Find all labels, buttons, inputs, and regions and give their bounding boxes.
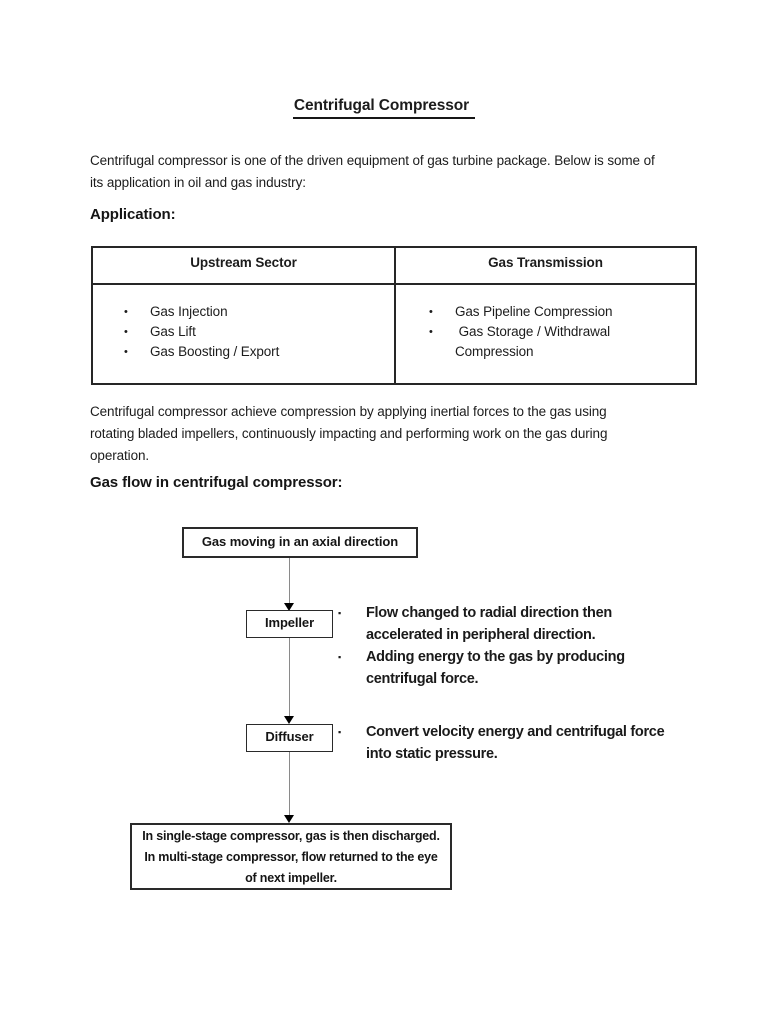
application-heading: Application: [90, 206, 176, 223]
list-item: • Gas Lift [124, 322, 390, 342]
upstream-sector-cell: • Gas Injection • Gas Lift • Gas Boostin… [93, 285, 394, 383]
list-item-label: Gas Pipeline Compression [455, 304, 613, 319]
bullet-icon: • [124, 306, 128, 318]
arrow-down-icon [284, 815, 294, 823]
table-header-row: Upstream Sector Gas Transmission [93, 248, 695, 285]
gas-transmission-cell: • Gas Pipeline Compression • Gas Storage… [394, 285, 695, 383]
flow-connector-line [289, 638, 290, 716]
note-text: Adding energy to the gas by producing ce… [366, 649, 625, 687]
flow-box-diffuser: Diffuser [246, 724, 333, 752]
bullet-icon: • [124, 346, 128, 358]
page-title: Centrifugal Compressor [292, 97, 476, 119]
list-item: • Gas Pipeline Compression [429, 302, 691, 322]
gas-flow-heading: Gas flow in centrifugal compressor: [90, 474, 343, 491]
flow-connector-line [289, 558, 290, 604]
flow-box-impeller: Impeller [246, 610, 333, 638]
arrow-down-icon [284, 716, 294, 724]
impeller-notes: ▪ Flow changed to radial direction then … [338, 602, 683, 690]
note-text: Flow changed to radial direction then ac… [366, 605, 612, 643]
flow-box-axial-direction: Gas moving in an axial direction [182, 527, 418, 558]
table-header-gas-transmission: Gas Transmission [394, 248, 695, 283]
flow-connector-line [289, 752, 290, 815]
list-item: • Gas Storage / Withdrawal Compression [429, 322, 691, 362]
list-item-label: Gas Lift [150, 324, 196, 339]
title-row: Centrifugal Compressor [0, 97, 768, 119]
bullet-icon: • [429, 306, 433, 318]
list-item: • Gas Injection [124, 302, 390, 322]
note-item: ▪ Adding energy to the gas by producing … [338, 646, 683, 690]
list-item-label: Gas Storage / Withdrawal Compression [455, 324, 611, 359]
note-item: ▪ Convert velocity energy and centrifuga… [338, 721, 688, 765]
list-item-label: Gas Injection [150, 304, 228, 319]
note-item: ▪ Flow changed to radial direction then … [338, 602, 683, 646]
flow-box-discharge: In single-stage compressor, gas is then … [130, 823, 452, 890]
list-item-label: Gas Boosting / Export [150, 344, 280, 359]
square-bullet-icon: ▪ [338, 652, 341, 662]
bullet-icon: • [429, 326, 433, 338]
list-item: • Gas Boosting / Export [124, 342, 390, 362]
table-body-row: • Gas Injection • Gas Lift • Gas Boostin… [93, 285, 695, 383]
note-text: Convert velocity energy and centrifugal … [366, 724, 665, 762]
application-table: Upstream Sector Gas Transmission • Gas I… [91, 246, 697, 385]
bullet-icon: • [124, 326, 128, 338]
arrow-down-icon [284, 603, 294, 611]
square-bullet-icon: ▪ [338, 608, 341, 618]
intro-paragraph: Centrifugal compressor is one of the dri… [90, 153, 655, 190]
body-paragraph: Centrifugal compressor achieve compressi… [90, 404, 608, 463]
square-bullet-icon: ▪ [338, 727, 341, 737]
table-header-upstream-sector: Upstream Sector [190, 255, 297, 270]
diffuser-notes: ▪ Convert velocity energy and centrifuga… [338, 721, 688, 765]
